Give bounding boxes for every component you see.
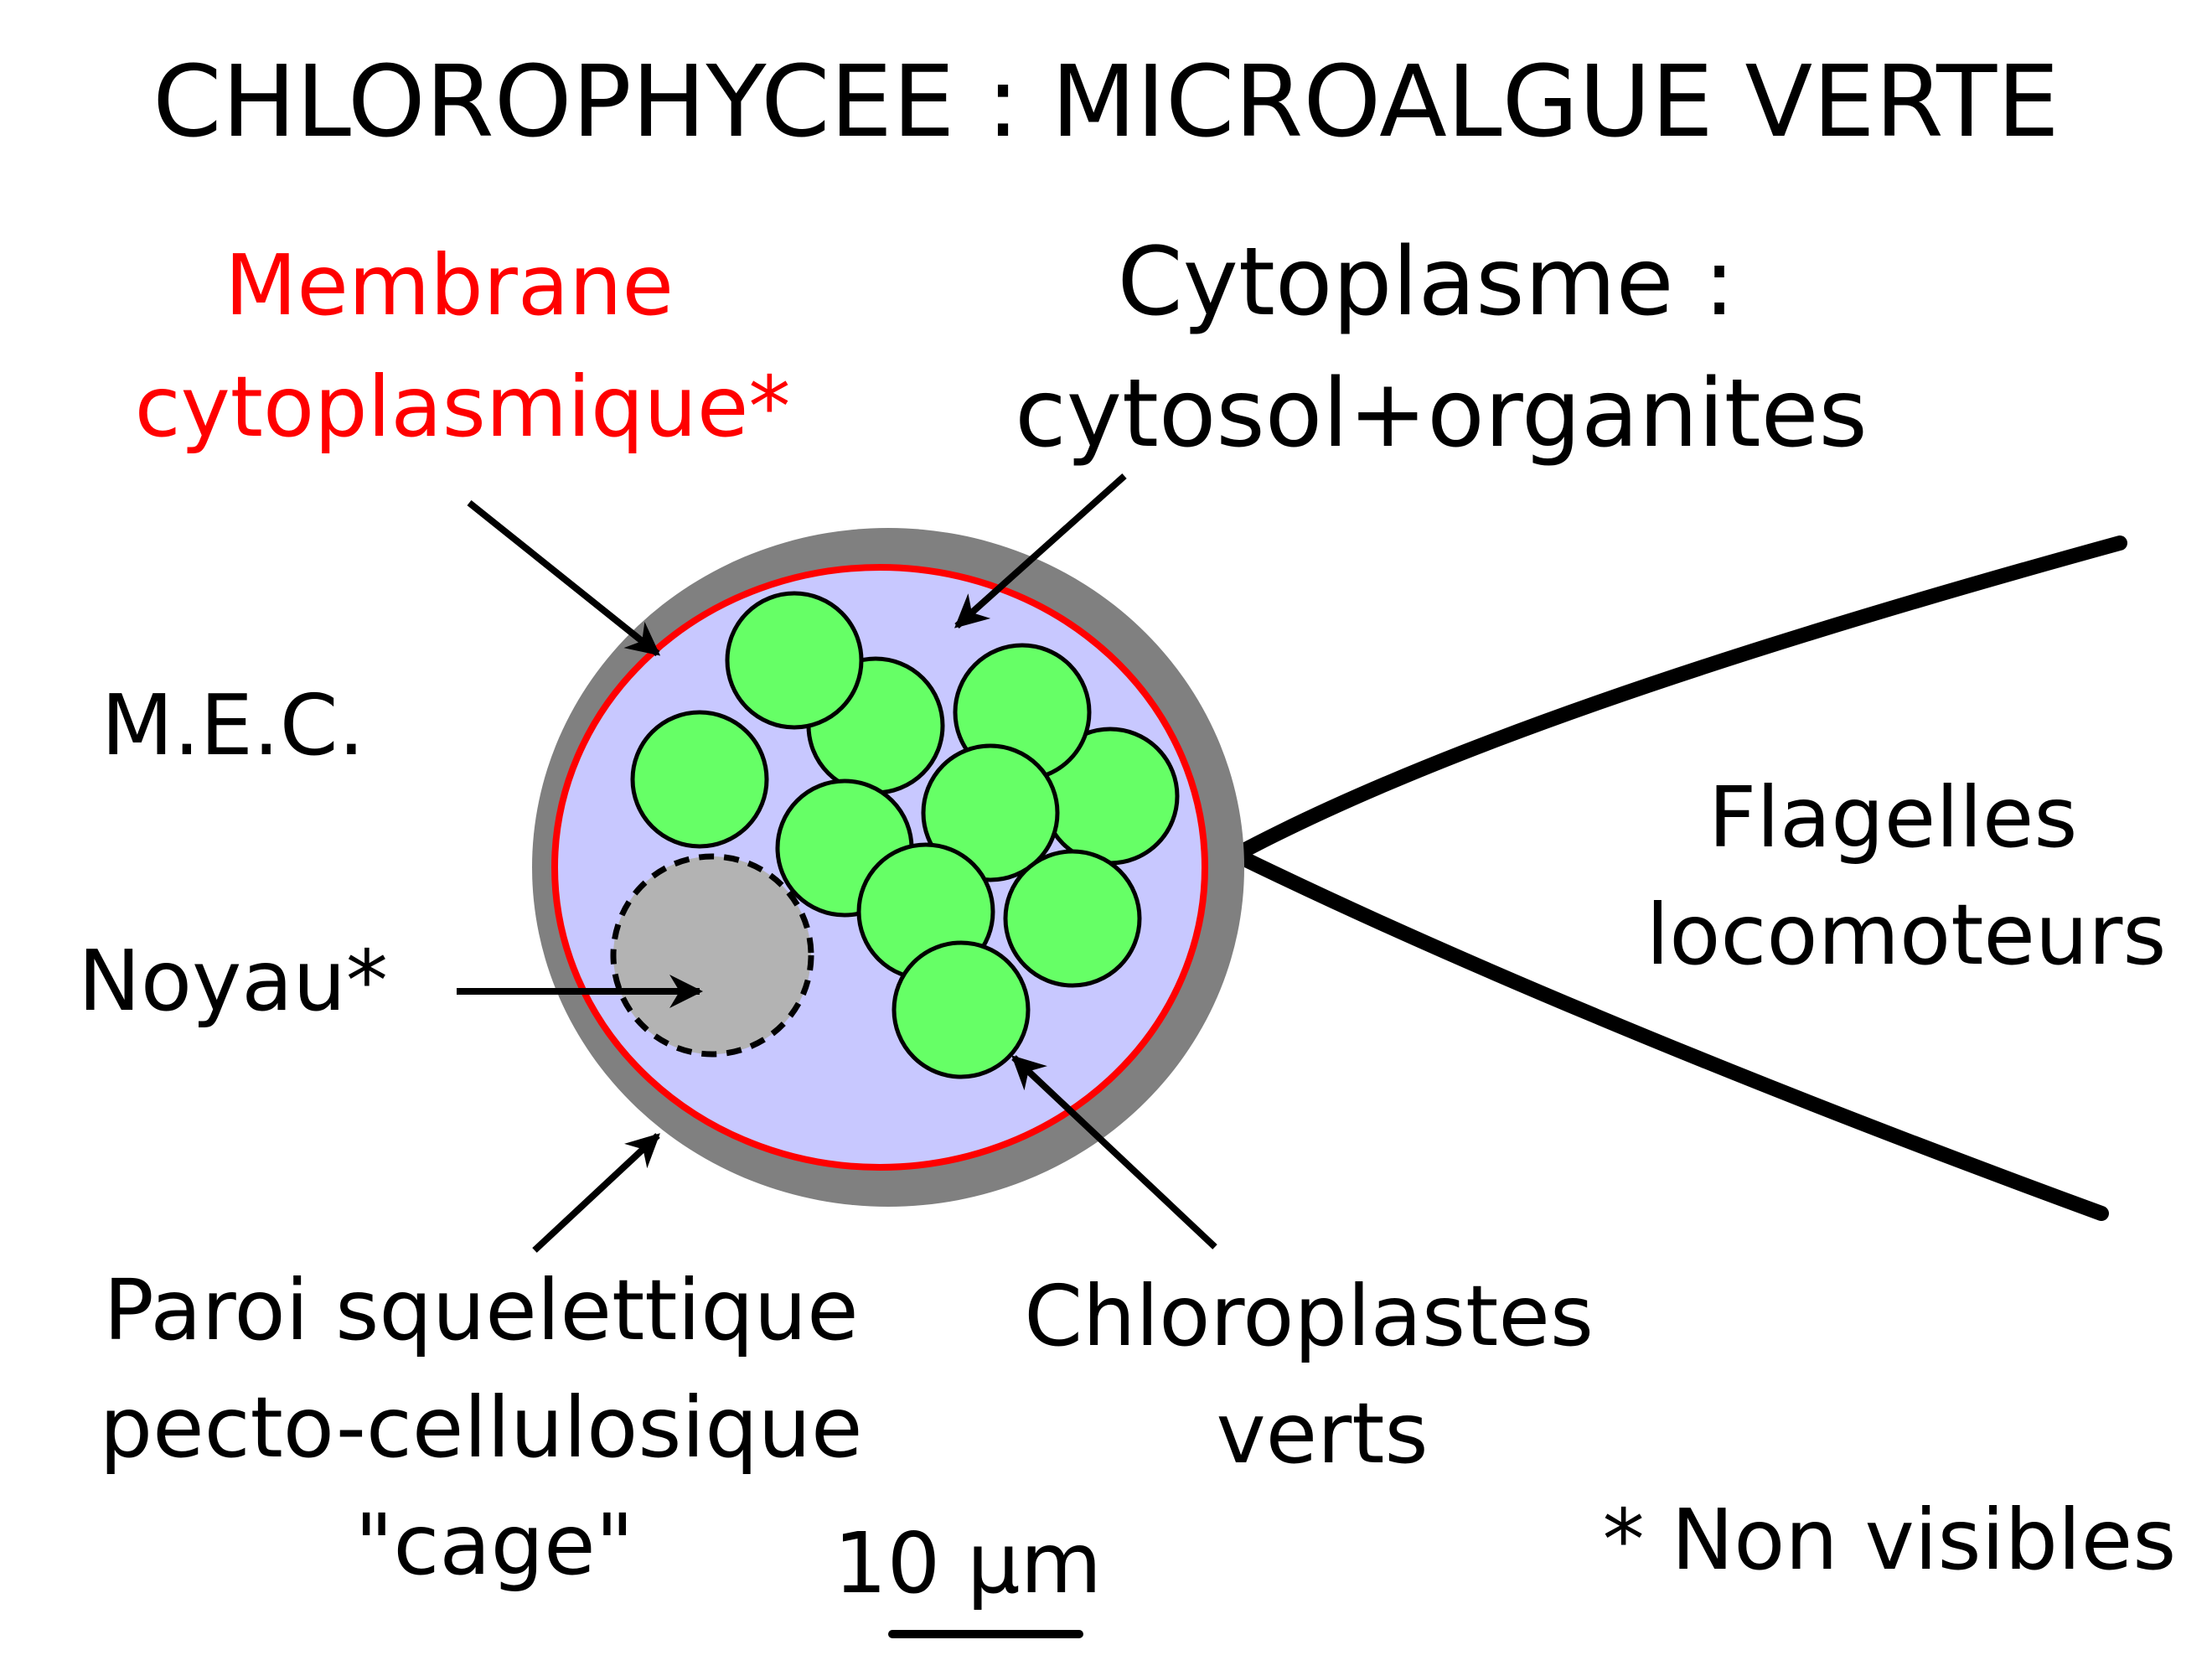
chloroplasts-label-line1: Chloroplastes: [1024, 1267, 1594, 1365]
cell: [532, 528, 1244, 1207]
scale-bar: 10 µm: [834, 1514, 1102, 1638]
scale-bar-label: 10 µm: [834, 1514, 1102, 1612]
chloroplast: [892, 940, 1031, 1079]
arrow-membrane: [467, 499, 661, 657]
flagella-label-line2: locomoteurs: [1646, 886, 2166, 984]
chloroplast: [1003, 849, 1142, 988]
footnote: * Non visibles: [1603, 1491, 2177, 1589]
flagella-label: Flagelles locomoteurs: [1646, 768, 2166, 984]
chloroplasts: [630, 591, 1180, 1079]
membrane-label-line2: cytoplasmique*: [135, 358, 791, 456]
wall-label-line2: pecto-cellulosique: [100, 1379, 863, 1477]
flagellum-lower: [1228, 847, 2109, 1221]
cytoplasm-label-line2: cytosol+organites: [1015, 360, 1868, 468]
arrow-cytoplasm: [954, 473, 1127, 628]
chloroplasts-label-line2: verts: [1216, 1384, 1428, 1482]
membrane-label: Membrane cytoplasmique*: [135, 236, 791, 456]
flagella-label-line1: Flagelles: [1708, 768, 2078, 866]
chloroplast: [921, 743, 1060, 882]
chloroplast: [725, 591, 864, 730]
arrow-wall: [532, 1133, 660, 1253]
diagram-title: CHLOROPHYCEE : MICROALGUE VERTE: [152, 44, 2060, 159]
chloroplast: [630, 710, 769, 849]
cytoplasm-label: Cytoplasme : cytosol+organites: [1015, 228, 1868, 468]
flagellum-upper: [1228, 535, 2127, 862]
nucleus: [610, 853, 814, 1058]
pointer-arrows: [457, 473, 1217, 1253]
wall-label-line3: "cage": [354, 1496, 633, 1594]
cytoplasm-label-line1: Cytoplasme :: [1117, 228, 1734, 337]
flagella: [1228, 535, 2127, 1221]
nucleus-label: Noyau*: [78, 932, 388, 1030]
mec-label: M.E.C.: [101, 676, 365, 774]
wall-label: Paroi squelettique pecto-cellulosique "c…: [100, 1261, 890, 1594]
membrane-label-line1: Membrane: [225, 236, 674, 334]
wall-label-line1: Paroi squelettique: [104, 1261, 859, 1359]
chloroplasts-label: Chloroplastes verts: [1024, 1267, 1620, 1482]
arrow-chloroplasts: [1011, 1055, 1217, 1249]
